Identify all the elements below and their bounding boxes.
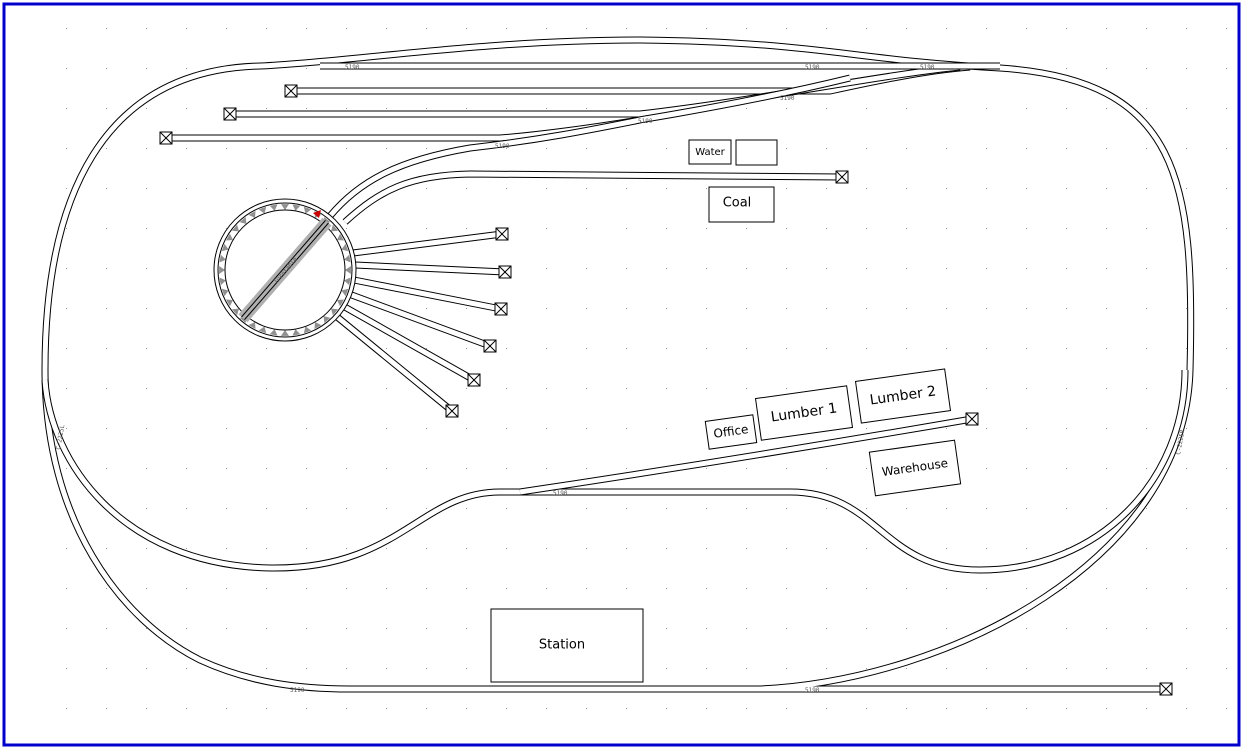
coal-building[interactable]: Coal bbox=[708, 186, 775, 223]
turntable-stall-markers bbox=[219, 204, 351, 336]
station-label: Station bbox=[539, 638, 585, 653]
stall-marker bbox=[219, 254, 226, 263]
stall-marker bbox=[345, 266, 351, 274]
turntable-position-marker bbox=[313, 210, 321, 218]
part-label: 5190 bbox=[805, 64, 820, 71]
stall-marker bbox=[331, 224, 338, 232]
bumper-icon bbox=[835, 170, 849, 184]
stall-marker bbox=[314, 322, 322, 329]
bumper-icon bbox=[494, 302, 508, 316]
stall-marker bbox=[269, 204, 278, 211]
stall-marker bbox=[221, 288, 229, 297]
stall-marker bbox=[226, 299, 233, 307]
bumper-icon bbox=[495, 227, 509, 241]
part-label: 5190 bbox=[290, 687, 305, 694]
stall-marker bbox=[232, 308, 239, 316]
stall-marker bbox=[337, 233, 344, 241]
part-label: C-2225L bbox=[55, 424, 66, 450]
stall-marker bbox=[248, 211, 256, 218]
stall-marker bbox=[281, 330, 289, 336]
office-label: Office bbox=[713, 422, 750, 441]
water-building[interactable]: Water bbox=[688, 139, 732, 165]
part-label: 5190 bbox=[553, 490, 568, 497]
station-building[interactable]: Station bbox=[490, 608, 644, 683]
bumper-icon bbox=[223, 107, 237, 121]
part-label: 5190 bbox=[495, 143, 510, 150]
roundhouse-stalls bbox=[333, 230, 506, 414]
stall-marker bbox=[248, 322, 256, 329]
part-label: 5190 bbox=[345, 64, 360, 71]
stall-marker bbox=[281, 204, 289, 210]
water-label: Water bbox=[695, 147, 725, 158]
coal-label: Coal bbox=[723, 196, 752, 211]
office-building[interactable]: Office bbox=[704, 414, 758, 450]
turntable[interactable]: Turntable bbox=[213, 198, 357, 342]
stall-marker bbox=[258, 326, 267, 334]
warehouse-building[interactable]: Warehouse bbox=[868, 439, 962, 497]
stall-marker bbox=[292, 329, 301, 336]
stall-marker bbox=[219, 266, 225, 274]
stall-marker bbox=[331, 308, 338, 316]
stall-marker bbox=[219, 277, 226, 286]
buildings: Water Coal Office Lumber 1 Lumber 2 Ware… bbox=[490, 139, 962, 683]
part-label: 5190 bbox=[780, 95, 795, 102]
stall-marker bbox=[269, 329, 278, 336]
part-label: 5190 bbox=[920, 64, 935, 71]
bumper-icon bbox=[284, 84, 298, 98]
bumper-icon bbox=[445, 404, 459, 418]
bumper-icon bbox=[498, 265, 512, 279]
stall-marker bbox=[344, 277, 351, 286]
part-labels: 5190 5190 5190 5190 5190 5190 5190 5190 … bbox=[55, 64, 1186, 694]
bumper-icon bbox=[1159, 682, 1173, 696]
stall-marker bbox=[239, 217, 247, 224]
bumper-icon bbox=[965, 412, 979, 426]
stall-marker bbox=[341, 288, 349, 297]
lumber-2-building[interactable]: Lumber 2 bbox=[854, 368, 952, 424]
part-label: C-2225R bbox=[1175, 429, 1186, 455]
stall-marker bbox=[337, 299, 344, 307]
lumber-1-building[interactable]: Lumber 1 bbox=[754, 385, 854, 441]
stall-marker bbox=[323, 316, 331, 323]
bumper-icon bbox=[483, 339, 497, 353]
stall-marker bbox=[221, 243, 229, 252]
turntable-deck bbox=[238, 217, 332, 323]
bumper-icon bbox=[467, 373, 481, 387]
stall-marker bbox=[341, 243, 349, 252]
water-tank-building[interactable] bbox=[735, 139, 778, 166]
bumpers bbox=[159, 84, 1173, 696]
stall-marker bbox=[303, 206, 312, 214]
stall-marker bbox=[292, 204, 301, 211]
part-label: 5190 bbox=[805, 687, 820, 694]
bumper-icon bbox=[159, 131, 173, 145]
stall-marker bbox=[232, 224, 239, 232]
part-label: 5190 bbox=[638, 118, 653, 125]
stall-marker bbox=[258, 206, 267, 214]
stall-marker bbox=[344, 254, 351, 263]
stall-marker bbox=[226, 233, 233, 241]
stall-marker bbox=[303, 326, 312, 334]
